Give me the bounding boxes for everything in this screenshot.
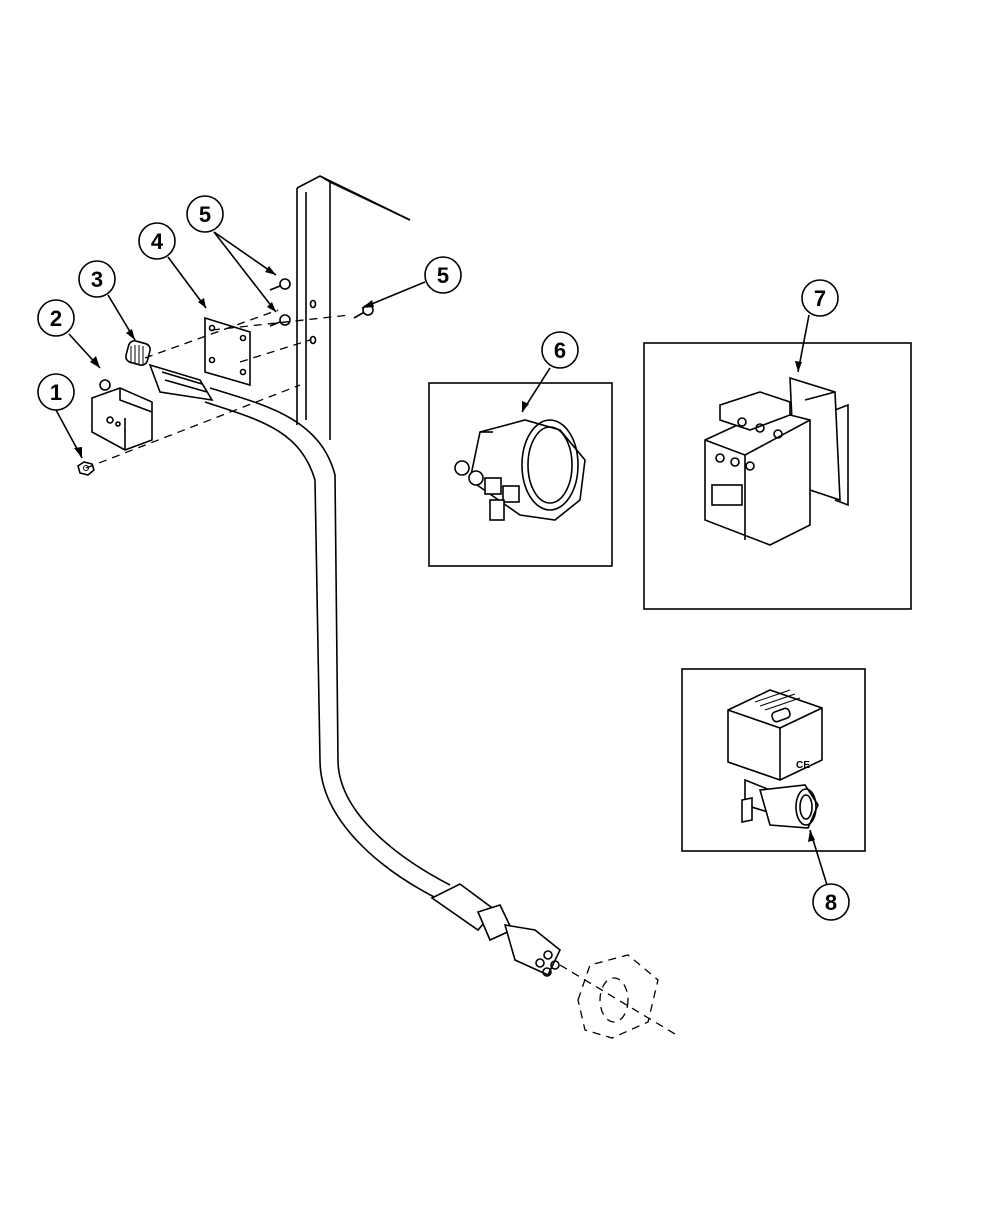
svg-text:1: 1: [50, 380, 62, 405]
callout-2: 2: [38, 300, 74, 336]
callout-1: 1: [38, 374, 74, 410]
circular-connector: [455, 420, 585, 520]
assembly-lines: [86, 310, 680, 1037]
screw-middle: [270, 315, 290, 326]
threaded-fitting: [125, 340, 152, 367]
callout-5-right: 5: [425, 257, 461, 293]
svg-text:5: 5: [437, 263, 449, 288]
mounting-bracket: [92, 380, 152, 450]
callout-4: 4: [139, 223, 175, 259]
svg-text:2: 2: [50, 306, 62, 331]
inset-box-valve: CE: [682, 669, 865, 851]
svg-text:4: 4: [151, 229, 164, 254]
valve-marking: CE: [796, 760, 810, 771]
svg-text:6: 6: [554, 338, 566, 363]
svg-text:3: 3: [91, 267, 103, 292]
svg-text:8: 8: [825, 890, 837, 915]
panel-nut-outline: [578, 955, 658, 1038]
callout-3: 3: [79, 261, 115, 297]
callout-5-upper: 5: [187, 196, 223, 232]
callout-8: 8: [813, 884, 849, 920]
solenoid-valve: CE: [728, 690, 822, 828]
arrowheads: [74, 266, 815, 842]
svg-text:5: 5: [199, 202, 211, 227]
svg-text:7: 7: [814, 286, 826, 311]
inset-box-contactor: [644, 343, 911, 609]
inset-box-connector: [429, 383, 612, 566]
mounting-panel: [297, 176, 410, 440]
callout-7: 7: [802, 280, 838, 316]
contactor: [705, 378, 848, 545]
nut: [78, 462, 94, 475]
callout-6: 6: [542, 332, 578, 368]
leader-lines: [56, 232, 827, 885]
screw-upper: [270, 279, 290, 290]
screws: [270, 279, 373, 326]
